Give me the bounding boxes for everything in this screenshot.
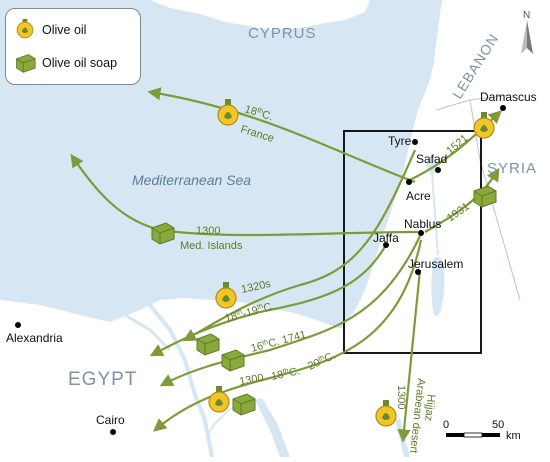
legend-label-olive-oil-soap: Olive oil soap [42,56,118,70]
levant-land [200,0,550,457]
legend-label-olive-oil: Olive oil [42,23,87,37]
north-label: N [523,10,530,21]
route-france [147,87,416,184]
sea-label: Mediterranean Sea [132,172,251,188]
route-egypt-1 [182,149,417,342]
city-safad: Safad [416,152,447,166]
olive-oil-bottle-icon [375,400,397,427]
city-cairo: Cairo [96,413,125,427]
label-med-year: 1300 [196,225,220,237]
olive-oil-soap-icon [151,222,175,245]
gulf-suez [255,398,290,457]
olive-oil-bottle-icon [208,386,230,413]
olive-oil-bottle-icon [215,282,237,309]
route-syria [424,167,500,233]
scale-min: 0 [443,419,449,431]
olive-oil-soap-icon [473,185,497,208]
city-markers [15,105,506,435]
legend-item-olive-oil-soap: Olive oil soap [14,52,117,74]
olive-oil-soap-icon [221,349,245,372]
trade-routes [70,87,502,443]
scale-seg-1 [446,433,464,437]
alexandria-dot [15,322,21,328]
scale-bar: 0 50 km [443,419,521,442]
olive-oil-soap-icon [16,54,36,73]
label-egypt-18b: 18thC. [270,365,301,383]
olive-oil-bottle-icon [16,19,34,39]
route-med-islands [70,153,419,237]
city-alexandria: Alexandria [6,331,63,345]
damascus-dot [500,105,506,111]
olive-oil-icons [208,99,495,427]
route-egypt-4 [152,239,423,432]
city-jaffa: Jaffa [373,231,399,245]
scale-unit: km [506,430,521,442]
nablus-dot [418,230,424,236]
scale-max: 50 [492,419,504,431]
cyprus-island [150,0,370,30]
nile-branch [119,310,172,352]
olive-oil-bottle-icon [217,99,239,126]
scale-seg-3 [482,433,500,437]
label-egypt-20: 20thC. [306,350,337,373]
route-egypt-3 [159,235,421,387]
city-tyre: Tyre [388,134,412,148]
olive-oil-soap-icon [232,393,256,416]
city-acre: Acre [406,189,431,203]
route-egypt-2 [149,244,387,357]
legend-item-olive-oil: Olive oil [14,19,86,41]
legend: Olive oil Olive oil soap [5,8,141,85]
city-jerusalem: Jerusalem [408,257,463,271]
safad-dot [435,167,441,173]
jerusalem-dot [415,269,421,275]
olive-oil-soap-icon [196,333,220,356]
label-med-islands: Med. Islands [180,240,243,252]
cairo-dot [110,429,116,435]
region-syria: SYRIA [487,160,537,177]
label-egypt-18-19: 18th-19thC. [224,300,276,325]
city-labels: Damascus Tyre Safad Acre Nablus Jaffa Je… [6,90,537,427]
label-egypt-1300: 1300 [238,372,264,388]
label-france-century: 18thC. [243,103,274,123]
label-arabia-year: 1300 [395,385,407,409]
jordan-river [431,171,439,256]
dead-sea [431,257,445,317]
city-damascus: Damascus [480,90,537,104]
label-arabia-dest2: Hijjaz [422,394,437,422]
route-arabia [397,269,422,443]
jaffa-dot [383,242,389,248]
region-egypt: EGYPT [68,369,137,390]
nile-delta [148,303,214,458]
scale-seg-2 [463,432,483,438]
north-arrow-icon: N [521,10,533,54]
olive-oil-soap-icons [151,185,497,416]
tyre-dot [412,139,418,145]
route-labels: 18thC. France 1300 Med. Islands 1521 193… [180,103,472,453]
acre-dot [406,179,412,185]
region-cyprus: CYPRUS [248,25,317,42]
olive-oil-bottle-icon [473,112,495,139]
city-nablus: Nablus [404,217,441,231]
